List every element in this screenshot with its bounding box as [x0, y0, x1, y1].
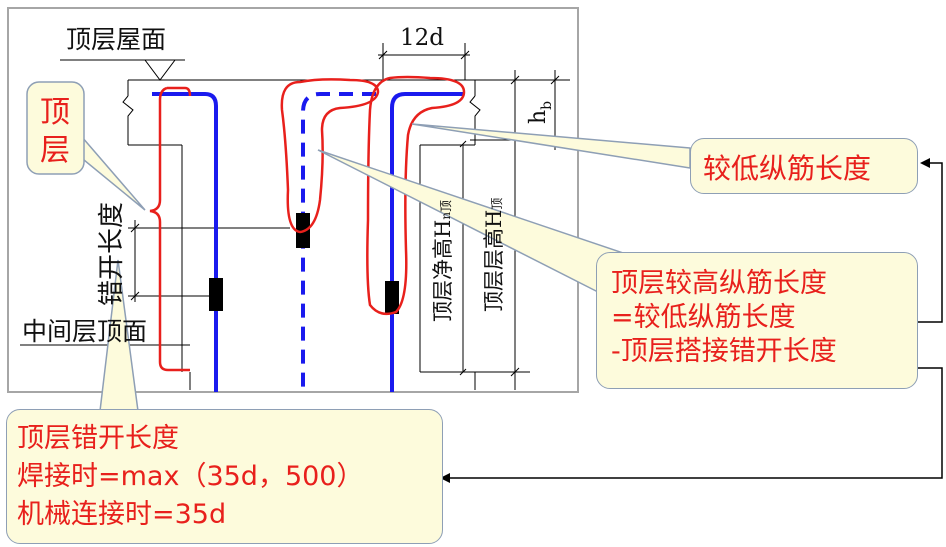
- middle-rebar-dashed: [301, 92, 376, 392]
- hb-label: hb: [526, 101, 555, 124]
- stagger-length-callout: 顶层错开长度 焊接时=max（35d，500） 机械连接时=35d: [6, 409, 443, 544]
- left-rebar: [152, 92, 218, 392]
- lower-rebar-text: 较低纵筋长度: [703, 152, 872, 185]
- stagger-line-3: 机械连接时=35d: [17, 499, 227, 530]
- top-floor-brace: [149, 86, 192, 372]
- callout-pointers: [43, 92, 691, 412]
- clear-height-label: 顶层净高Hn顶: [431, 200, 455, 322]
- arrowheads: [440, 158, 930, 483]
- right-rebar: [390, 92, 464, 392]
- stagger-vertical-label: 错开长度: [97, 202, 127, 306]
- twelve-d-label: 12d: [400, 25, 444, 51]
- middle-bar-outline: [280, 78, 380, 234]
- stagger-line-1: 顶层错开长度: [17, 423, 179, 454]
- rebar-bars: [152, 92, 464, 392]
- top-floor-red-label-1: 顶: [40, 95, 70, 130]
- top-roof-label: 顶层屋面: [66, 25, 166, 54]
- top-floor-red-label-2: 层: [40, 133, 70, 168]
- figure-frame: [7, 7, 579, 393]
- higher-rebar-line-1: 顶层较高纵筋长度: [611, 268, 827, 299]
- floor-height-label: 顶层层高H顶: [482, 198, 506, 312]
- mid-top-label: 中间层顶面: [22, 317, 147, 346]
- higher-rebar-callout: 顶层较高纵筋长度 =较低纵筋长度 -顶层搭接错开长度: [596, 252, 918, 389]
- stagger-line-2: 焊接时=max（35d，500）: [17, 461, 364, 492]
- lower-rebar-callout: 较低纵筋长度: [690, 138, 918, 194]
- top-floor-label-box: [26, 81, 85, 175]
- higher-rebar-line-3: -顶层搭接错开长度: [611, 336, 837, 367]
- higher-rebar-line-2: =较低纵筋长度: [611, 302, 796, 333]
